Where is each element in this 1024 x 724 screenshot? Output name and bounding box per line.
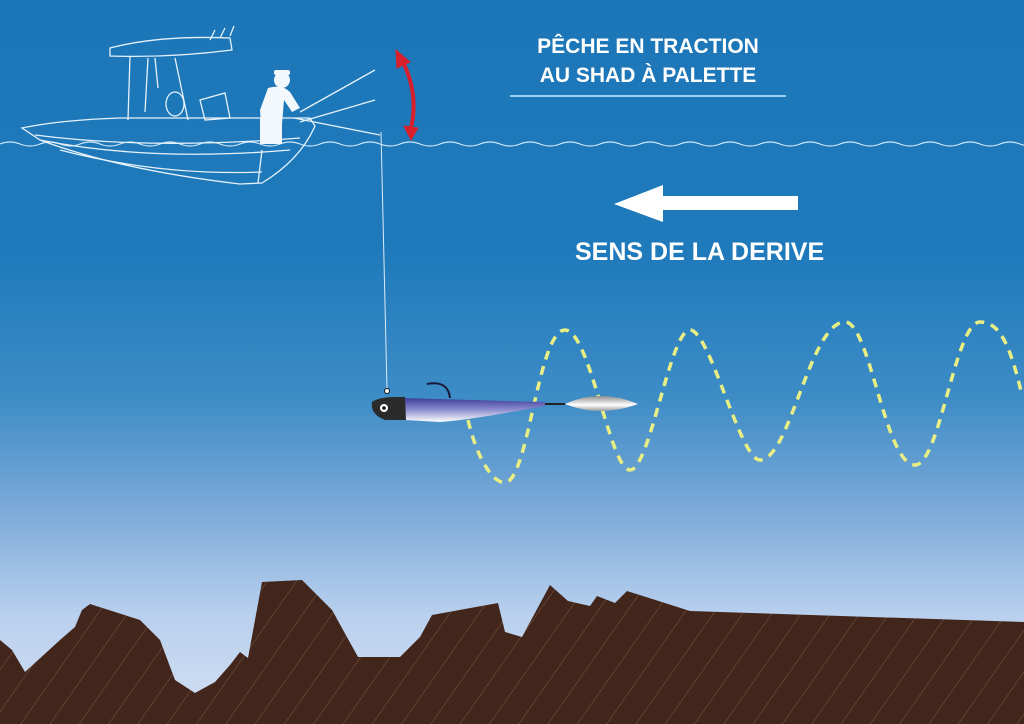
water-surface xyxy=(0,141,1024,147)
diagram-title: PÊCHE EN TRACTION AU SHAD À PALETTE xyxy=(510,32,786,90)
fishing-line xyxy=(380,131,388,391)
boat-icon xyxy=(20,25,381,185)
title-underline xyxy=(510,95,786,97)
title-line-2: AU SHAD À PALETTE xyxy=(539,64,757,87)
lure-swim-path xyxy=(466,320,1024,485)
rocky-seabed xyxy=(0,580,1024,724)
rod-motion-arrow-icon xyxy=(395,48,419,142)
drift-arrow-icon xyxy=(614,185,798,222)
title-line-1: PÊCHE EN TRACTION xyxy=(537,35,759,58)
shad-lure-icon xyxy=(371,382,638,422)
angler-icon xyxy=(260,70,300,144)
drift-direction-label: SENS DE LA DERIVE xyxy=(575,238,825,266)
